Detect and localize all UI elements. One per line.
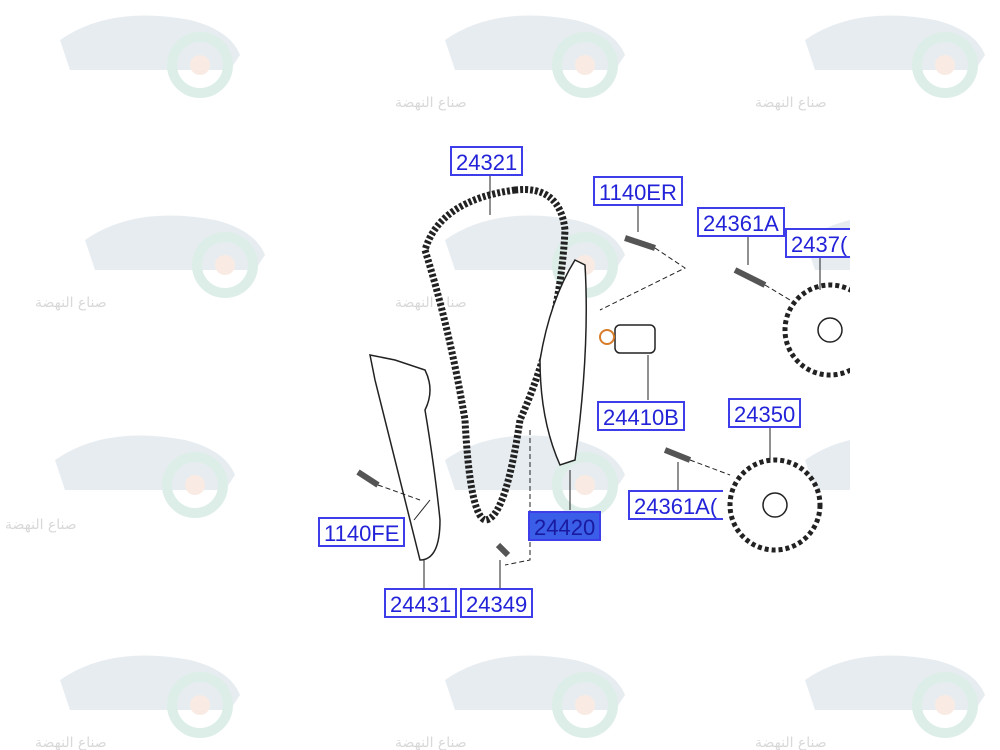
watermark-text: صناع النهضة: [35, 735, 107, 750]
part-label-bolt-fe[interactable]: 1140FE: [318, 517, 406, 547]
tensioner-part: [599, 324, 656, 354]
part-label-guide-left[interactable]: 24431: [384, 588, 458, 618]
part-label-tensioner[interactable]: 24410B: [597, 401, 685, 431]
chain-guide-right: [539, 259, 587, 466]
part-label-bolt-a-bottom[interactable]: 24361A(: [628, 490, 723, 520]
part-label-sprocket-bottom[interactable]: 24350: [728, 398, 802, 428]
watermark-text: صناع النهضة: [755, 735, 827, 750]
part-label-guide-right-selected[interactable]: 24420: [528, 511, 602, 541]
part-label-bolt-a-top[interactable]: 24361A: [697, 207, 785, 237]
watermark-text: صناع النهضة: [5, 517, 77, 533]
watermark-text: صناع النهضة: [755, 95, 827, 111]
part-label-bolt-er[interactable]: 1140ER: [593, 176, 683, 206]
part-label-sprocket-top[interactable]: 2437(: [785, 228, 850, 258]
sprocket-bottom: [727, 457, 823, 553]
watermark-text: صناع النهضة: [395, 735, 467, 750]
watermark-text: صناع النهضة: [395, 95, 467, 111]
watermark-text: صناع النهضة: [395, 295, 467, 311]
part-label-chain[interactable]: 24321: [450, 146, 524, 176]
watermark-text: صناع النهضة: [35, 295, 107, 311]
part-label-pin[interactable]: 24349: [460, 588, 534, 618]
